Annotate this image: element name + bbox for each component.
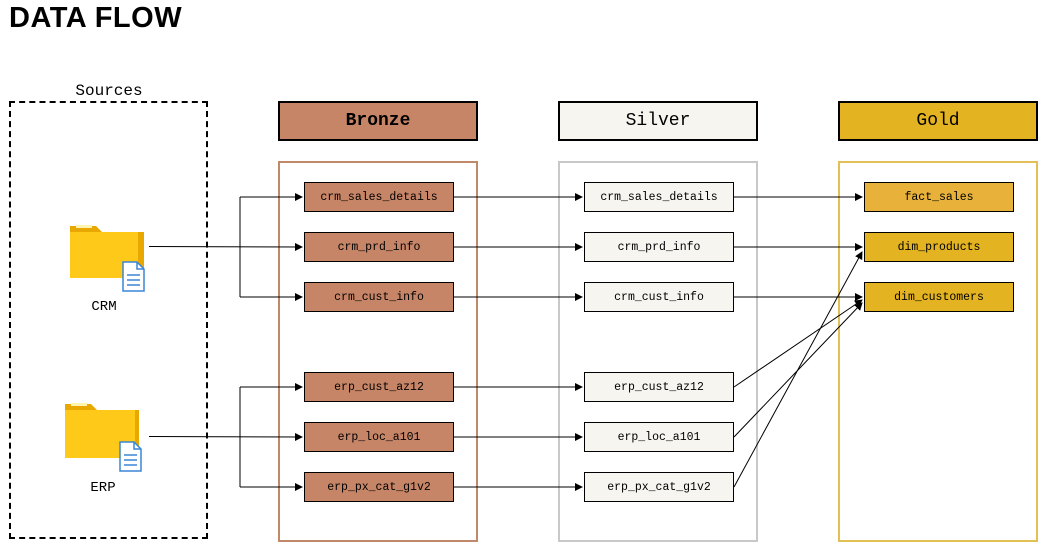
bronze-layer-container [278,161,478,542]
crm-folder-icon[interactable] [68,220,148,292]
bronze-table-crm-sales-details[interactable]: crm_sales_details [304,182,454,212]
gold-layer-container [838,161,1038,542]
silver-layer-header: Silver [558,101,758,141]
silver-table-erp-loc-a101[interactable]: erp_loc_a101 [584,422,734,452]
gold-layer-header: Gold [838,101,1038,141]
document-icon [119,441,142,472]
arrow-crm-to-bronze-prd [148,242,303,251]
gold-table-fact-sales[interactable]: fact_sales [864,182,1014,212]
bronze-table-crm-prd-info[interactable]: crm_prd_info [304,232,454,262]
silver-table-crm-sales-details[interactable]: crm_sales_details [584,182,734,212]
bronze-table-crm-cust-info[interactable]: crm_cust_info [304,282,454,312]
silver-layer-container [558,161,758,542]
silver-table-crm-prd-info[interactable]: crm_prd_info [584,232,734,262]
document-icon [122,261,145,292]
silver-table-erp-cust-az12[interactable]: erp_cust_az12 [584,372,734,402]
arrow-erp-to-bronze-loc [148,432,303,441]
bronze-table-erp-loc-a101[interactable]: erp_loc_a101 [304,422,454,452]
bronze-layer-header: Bronze [278,101,478,141]
page-title: DATA FLOW [9,2,183,34]
sources-container [9,101,208,539]
bronze-table-erp-cust-az12[interactable]: erp_cust_az12 [304,372,454,402]
silver-table-erp-px-cat-g1v2[interactable]: erp_px_cat_g1v2 [584,472,734,502]
erp-folder-icon[interactable] [63,400,143,472]
gold-table-dim-customers[interactable]: dim_customers [864,282,1014,312]
crm-label: CRM [91,299,117,315]
bronze-table-erp-px-cat-g1v2[interactable]: erp_px_cat_g1v2 [304,472,454,502]
gold-table-dim-products[interactable]: dim_products [864,232,1014,262]
arrow-px-to-products [733,251,863,488]
silver-table-crm-cust-info[interactable]: crm_cust_info [584,282,734,312]
arrow-az12-to-customers [733,299,863,388]
sources-label: Sources [62,81,156,101]
erp-label: ERP [90,480,116,496]
